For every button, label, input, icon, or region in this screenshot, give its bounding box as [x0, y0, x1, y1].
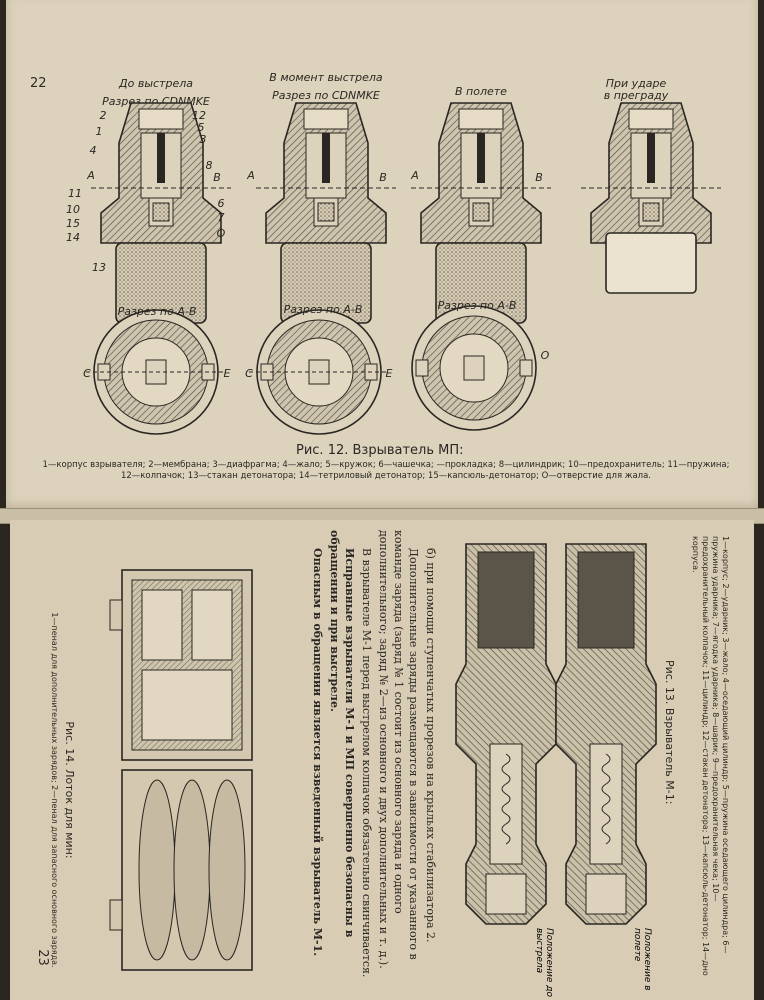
page-22: 22 До выстрела Разрез по CDNMKE В момент…	[6, 0, 758, 512]
part-label-6: 6	[217, 197, 225, 210]
rotated-page-content: 1—корпус; 2—ударник; 3—жало; 4—оседающий…	[14, 530, 734, 1000]
figure-14-legend: 1—пенал для дополнительных зарядов; 2—пе…	[50, 612, 59, 968]
part-label-4: 4	[89, 144, 97, 157]
mine-tray-drawing	[109, 569, 253, 971]
axis-letter-a-1: А	[87, 169, 95, 182]
section-label-3: Разрез по А-В	[437, 299, 517, 312]
label-position-flight: Положение в полете	[632, 928, 652, 991]
axis-letter-c-2: C	[245, 367, 253, 380]
section-label-1: Разрез по А-В	[117, 305, 197, 318]
paragraph-3: Исправные взрыватели М-1 и МП совершенно…	[328, 530, 356, 938]
part-label-10: 10	[66, 203, 80, 216]
page-number-23: 23	[34, 949, 50, 966]
column-title-in-flight: В полете	[455, 85, 507, 98]
part-label-2: 2	[99, 109, 107, 122]
part-label-3: 3	[199, 133, 207, 146]
paragraph-4: Опасным в обращении является взведенный …	[311, 548, 324, 957]
part-label-12: 12	[192, 109, 206, 122]
section-label-2: Разрез по А-В	[283, 303, 363, 316]
axis-letter-b-3: В	[535, 171, 543, 184]
page-23: 1—корпус; 2—ударник; 3—жало; 4—оседающий…	[10, 520, 754, 1000]
body-text: б) при помощи ступенчатых прорезов на кр…	[308, 530, 438, 1000]
axis-letter-b-1: В	[213, 171, 221, 184]
part-label-14: 14	[66, 231, 80, 244]
fuze-m1-drawing	[455, 543, 657, 925]
part-label-5: 5	[197, 121, 205, 134]
figure-13-caption: Рис. 13. Взрыватель М-1:	[663, 660, 676, 805]
paragraph-1: Дополнительные заряды размещаются в зави…	[377, 530, 420, 969]
figure-12-legend: 1—корпус взрывателя; 2—мембрана; 3—диафр…	[42, 460, 730, 481]
axis-letter-a-3: А	[411, 169, 419, 182]
fuze-in-flight	[410, 102, 552, 324]
axis-letter-e-1: E	[223, 367, 231, 380]
figure-14-text: Рис. 14. Лоток для мин: 1—пенал для допо…	[49, 580, 76, 1000]
axis-letter-b-2: В	[379, 171, 387, 184]
part-label-o: O	[216, 227, 226, 240]
paragraph-b: б) при помощи ступенчатых прорезов на кр…	[424, 548, 437, 943]
fuze-mp-drawings	[86, 102, 722, 435]
page-number: 22	[30, 76, 47, 91]
figure-13: 1—корпус; 2—ударник; 3—жало; 4—оседающий…	[444, 530, 734, 1000]
figure-13-legend: 1—корпус; 2—ударник; 3—жало; 4—оседающий…	[691, 536, 730, 976]
part-label-8: 8	[205, 159, 213, 172]
part-label-7: 7	[217, 211, 225, 224]
axis-letter-a-2: А	[247, 169, 255, 182]
label-position-before: Положение до выстрела	[534, 928, 554, 998]
axis-letter-e-2: E	[385, 367, 393, 380]
part-label-11: 11	[68, 187, 82, 200]
figure-14-caption: Рис. 14. Лоток для мин:	[63, 721, 76, 859]
part-label-13: 13	[92, 261, 106, 274]
axis-letter-c-1: C	[83, 367, 91, 380]
fuze-at-shot	[255, 102, 397, 324]
column-title-on-impact: При ударе в преграду	[603, 77, 669, 102]
figure-12-caption: Рис. 12. Взрыватель МП:	[296, 443, 464, 458]
axis-letter-o: O	[540, 349, 550, 362]
part-label-15: 15	[66, 217, 80, 230]
paragraph-2: В взрывателе М-1 перед выстрелом колпачо…	[360, 548, 373, 978]
column-title-at-shot: В момент выстрела Разрез по CDNMKE	[269, 71, 383, 102]
fuze-on-impact	[580, 102, 722, 294]
cross-sections	[86, 305, 537, 435]
part-label-1: 1	[95, 125, 103, 138]
fuze-before-shot	[90, 102, 232, 324]
